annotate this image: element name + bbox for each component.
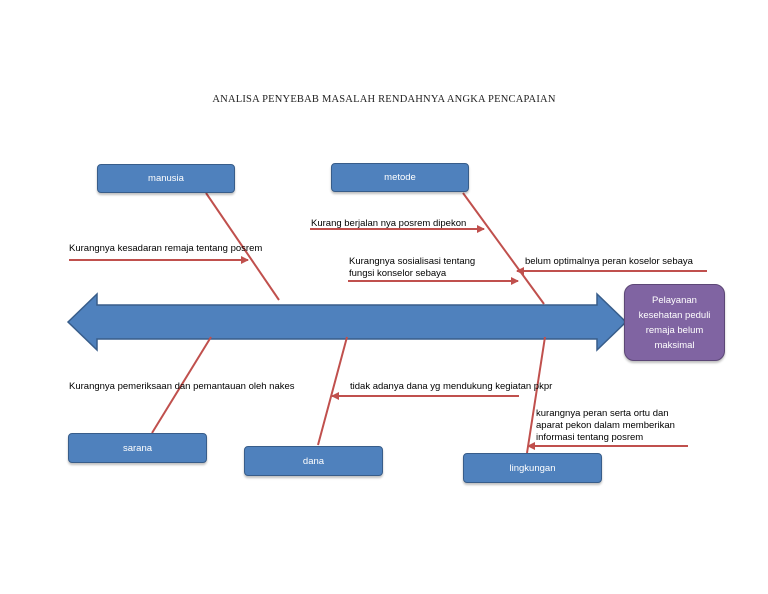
category-manusia: manusia (97, 164, 235, 193)
diagram-title: ANALISA PENYEBAB MASALAH RENDAHNYA ANGKA… (212, 94, 556, 105)
category-sarana: sarana (68, 433, 207, 463)
cause-metode-3: belum optimalnya peran koselor sebaya (525, 256, 693, 267)
effect-box: Pelayanan kesehatan peduli remaja belum … (624, 284, 725, 361)
category-metode: metode (331, 163, 469, 192)
cause-sarana-1: Kurangnya pemeriksaan dan pemantauan ole… (69, 381, 295, 392)
cause-manusia-1: Kurangnya kesadaran remaja tentang posre… (69, 243, 263, 254)
category-dana: dana (244, 446, 383, 476)
bone-manusia (205, 192, 280, 301)
cause-metode-2: Kurangnya sosialisasi tentang fungsi kon… (349, 256, 476, 279)
category-lingkungan: lingkungan (463, 453, 602, 483)
bone-lingkungan (526, 336, 546, 454)
cause-metode-1: Kurang berjalan nya posrem dipekon (311, 218, 467, 229)
bone-dana (317, 336, 348, 446)
cause-lingkungan-1: kurangnya peran serta ortu dan aparat pe… (536, 408, 675, 443)
bone-sarana (151, 336, 212, 434)
bone-metode (462, 192, 545, 305)
cause-dana-1: tidak adanya dana yg mendukung kegiatan … (350, 381, 553, 392)
